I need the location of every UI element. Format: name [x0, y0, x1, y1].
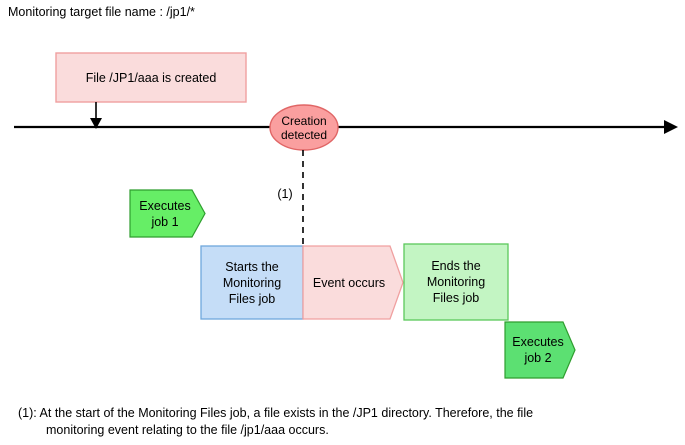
- event-occurs-shape: [302, 245, 404, 320]
- footnote: (1): At the start of the Monitoring File…: [18, 405, 668, 439]
- footnote-line-2: monitoring event relating to the file /j…: [46, 423, 329, 437]
- file-created-box: [55, 52, 247, 103]
- footnote-line-1: (1): At the start of the Monitoring File…: [18, 406, 534, 420]
- starts-monitoring-files-job-box: [200, 245, 304, 320]
- page-title: Monitoring target file name : /jp1/*: [8, 5, 195, 19]
- ends-monitoring-files-job-box: [403, 243, 509, 321]
- creation-detected-ellipse: [269, 104, 339, 151]
- timeline-axis: [14, 120, 678, 134]
- executes-job2-shape: [504, 321, 576, 379]
- executes-job1-shape: [129, 189, 206, 238]
- created-to-timeline-arrow: [90, 102, 102, 129]
